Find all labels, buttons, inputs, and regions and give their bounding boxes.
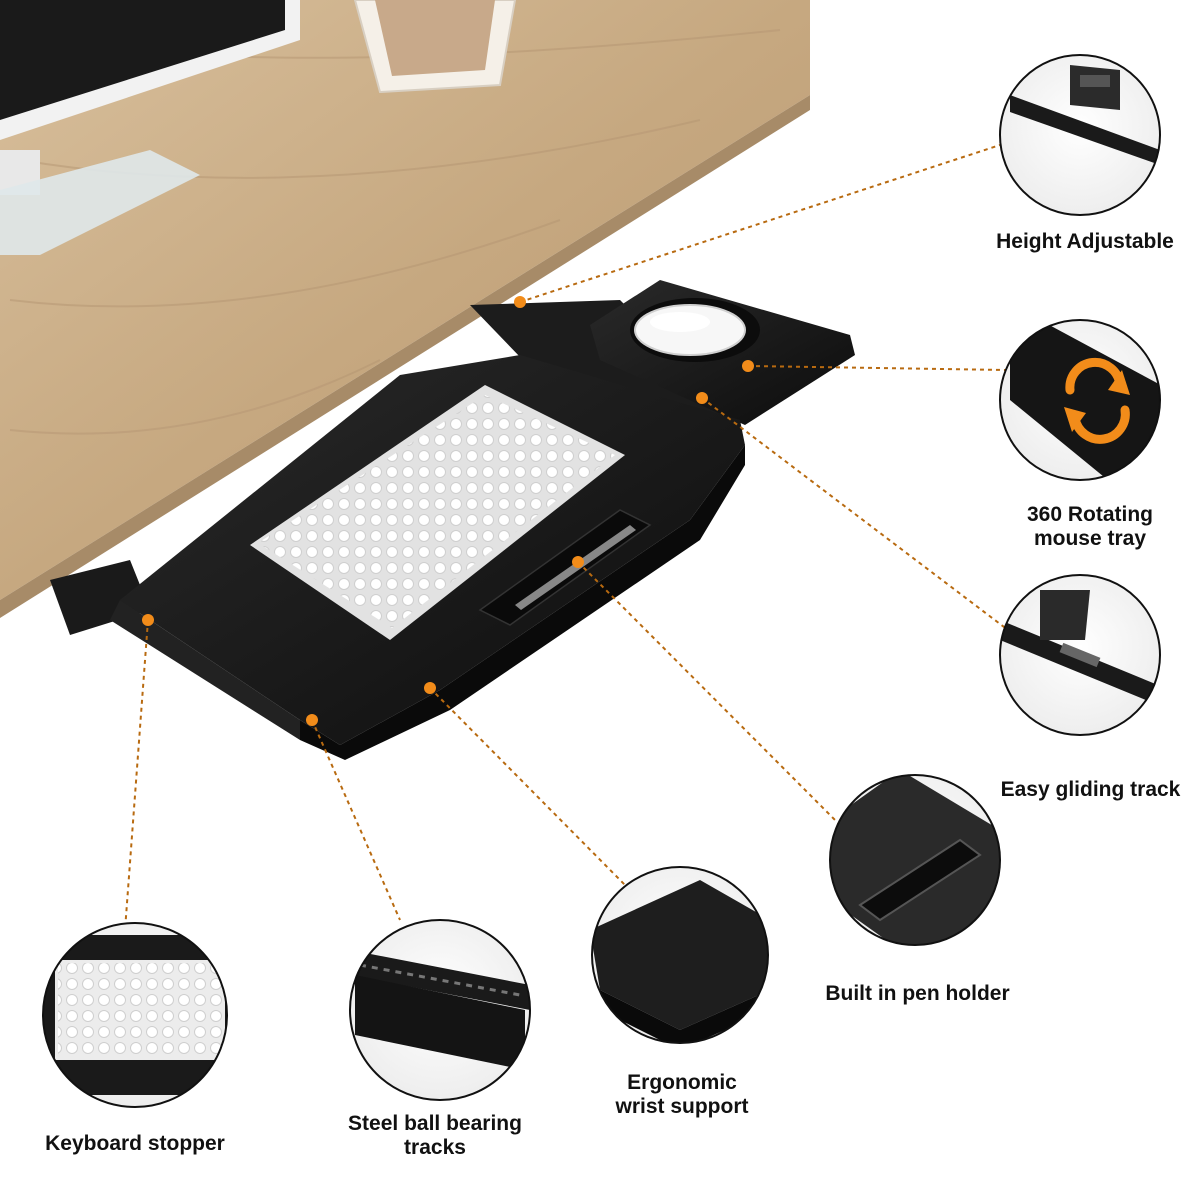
keyboard-tray: [110, 355, 745, 760]
desk: [0, 0, 810, 618]
mouse-tray: [590, 280, 855, 425]
label-ball-bearing-tracks: Steel ball bearing tracks: [330, 1112, 540, 1160]
label-line: Steel ball bearing: [348, 1112, 522, 1135]
label-height-adjustable: Height Adjustable: [985, 230, 1185, 254]
detail-circle-bearing: [349, 919, 531, 1101]
label-rotating-mouse-tray: 360 Rotating mouse tray: [1005, 503, 1175, 551]
label-easy-gliding-track: Easy gliding track: [988, 778, 1193, 802]
detail-circle-height: [999, 54, 1161, 216]
label-pen-holder: Built in pen holder: [810, 982, 1025, 1006]
bracket-icon: [1010, 65, 1160, 165]
picture-frame: [353, 0, 517, 94]
detail-circle-pen: [829, 774, 1001, 946]
label-line: Keyboard stopper: [45, 1132, 225, 1155]
callout-dots: [142, 296, 754, 726]
track-rail-icon: [1000, 590, 1160, 710]
label-line: Height Adjustable: [996, 230, 1174, 253]
label-line: mouse tray: [1033, 527, 1147, 550]
wrist-pad-icon: [592, 880, 768, 1043]
label-line: Ergonomic: [627, 1071, 737, 1094]
label-wrist-support: Ergonomic wrist support: [592, 1071, 772, 1119]
bearing-track-icon: [350, 950, 530, 1070]
label-line: wrist support: [615, 1095, 749, 1118]
label-line: tracks: [404, 1136, 466, 1159]
label-line: 360 Rotating: [1026, 503, 1154, 526]
pen-slot-icon: [830, 775, 1000, 945]
detail-circle-rotating: [999, 319, 1161, 481]
label-line: Built in pen holder: [825, 982, 1010, 1005]
label-line: Easy gliding track: [1000, 778, 1181, 801]
label-keyboard-stopper: Keyboard stopper: [30, 1132, 240, 1156]
monitor: [0, 0, 300, 255]
detail-circle-wrist: [591, 866, 769, 1044]
detail-circle-stopper: [42, 922, 228, 1108]
detail-circle-track: [999, 574, 1161, 736]
keyboard-icon: [43, 935, 227, 1095]
rotate-arrows-icon: [1065, 357, 1130, 444]
leader-lines: [124, 144, 1009, 931]
